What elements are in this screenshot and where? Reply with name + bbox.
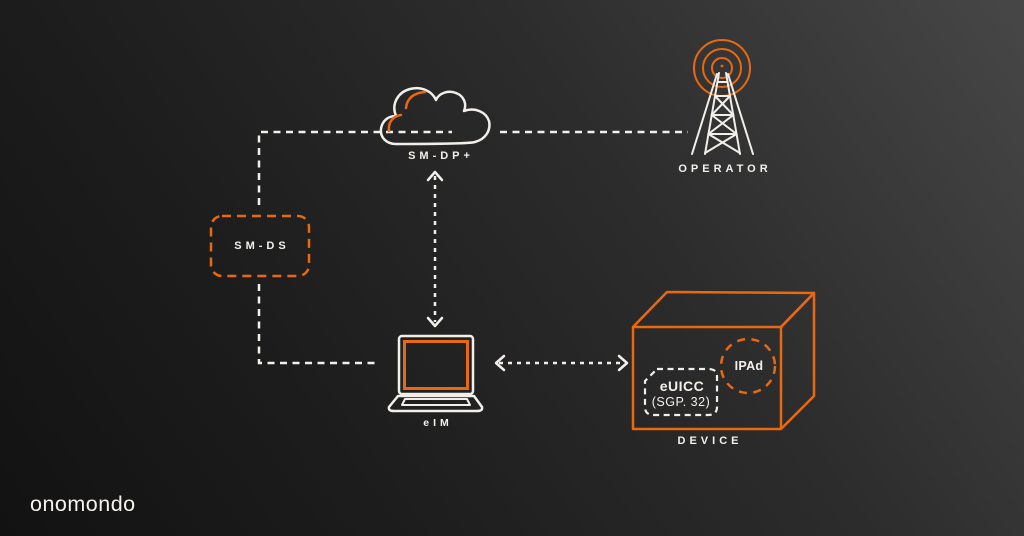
laptop-base: [387, 394, 484, 413]
device-box: [631, 290, 816, 431]
sm-dp-label: SM-DP+: [408, 150, 474, 162]
euicc-card-outline: [643, 367, 719, 417]
euicc-sublabel: (SGP. 32): [651, 395, 711, 409]
arrowhead-right-icon: [617, 354, 629, 372]
connector-smds-smdp: [257, 130, 452, 205]
cloud-accent-arc-top: [404, 90, 427, 110]
sm-ds-box: [209, 214, 311, 278]
connector-smds-eim: [257, 284, 378, 365]
laptop-screen-outline: [397, 334, 475, 396]
tower-lattice: [691, 72, 754, 155]
radio-waves-icon: [693, 39, 751, 97]
laptop-icon: [387, 334, 484, 413]
device-label: DEVICE: [677, 435, 743, 447]
laptop-keyboard-slot: [401, 398, 471, 406]
cloud-outline: [379, 86, 491, 146]
arrowhead-up-icon: [426, 170, 444, 182]
eim-label: eIM: [423, 417, 453, 429]
ipa-circle-outline: [719, 337, 777, 395]
arrowhead-down-icon: [426, 316, 444, 328]
cloud-icon: [379, 86, 491, 146]
device-box-side: [780, 291, 816, 430]
sm-ds-label: SM-DS: [234, 240, 290, 252]
laptop-screen-accent: [403, 340, 469, 390]
onomondo-logo: onomondo: [30, 492, 136, 516]
arrowhead-left-icon: [494, 354, 506, 372]
euicc-label: eUICC: [659, 378, 705, 394]
ipa-label: IPAd: [734, 359, 764, 373]
operator-label: OPERATOR: [678, 163, 772, 175]
cloud-accent-arc-left: [387, 113, 403, 133]
radio-tower-icon: [691, 39, 754, 155]
